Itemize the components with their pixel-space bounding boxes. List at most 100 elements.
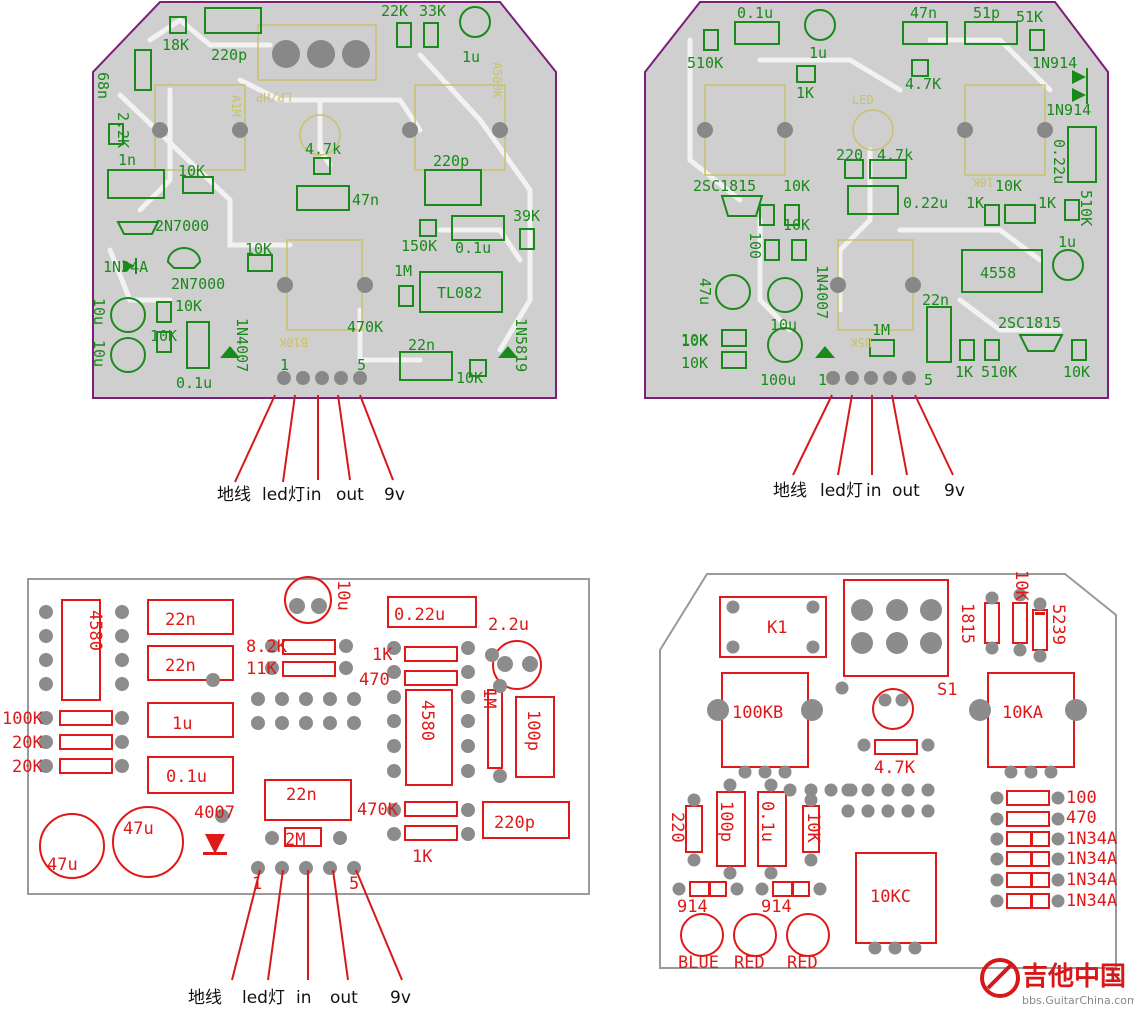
component-label: 1N34A [1066,849,1117,869]
pad [901,804,915,818]
pad [275,692,289,706]
component-label: 100u [760,371,796,389]
component-label: 100p [523,710,543,751]
component-label: 100K [2,709,44,729]
component-label: 22n [165,656,196,676]
component-label: 0.1u [757,801,777,842]
pad [461,641,475,655]
pad [497,656,513,672]
pad [921,804,935,818]
component-label: 1M [479,688,499,708]
pad [990,894,1004,908]
component-label: 2SC1815 [693,177,756,195]
pad [755,882,769,896]
component-label: 51p [973,4,1000,22]
component-label: 10u [90,340,108,367]
pad [990,812,1004,826]
component-label: 100 [1066,788,1097,808]
component-label: 10K [803,812,823,843]
pad [841,783,855,797]
component-label: 4.7K [905,75,941,93]
component-label: 100KB [732,703,783,723]
silk-label: LP/HP [256,90,292,104]
pad [333,831,347,845]
component-label: 1K [1038,194,1056,212]
pad [985,591,999,605]
pad [265,831,279,845]
pad [39,605,53,619]
pad [1051,873,1065,887]
component-label: 1u [172,714,192,734]
component-label: 100p [716,801,736,842]
component-label: 47u [123,819,154,839]
pad [39,629,53,643]
component-label: 10K [1063,363,1090,381]
component-label: 1M [394,262,412,280]
component-label: RED [734,953,765,973]
pad [990,852,1004,866]
component-label: 8.2K [246,637,288,657]
pad [347,692,361,706]
pad [347,861,361,875]
component-label: S1 [937,680,957,700]
component-label: 0.22u [903,194,948,212]
pad [461,827,475,841]
component-label: 4.7k [877,146,913,164]
pad [323,716,337,730]
pad [1051,812,1065,826]
pad [461,690,475,704]
pad [1044,765,1058,779]
pad [726,640,740,654]
component-label: 510K [981,363,1017,381]
component-label: 1N34A [1066,829,1117,849]
pad [886,599,908,621]
pad [804,793,818,807]
component-label: 1N34A [1066,891,1117,911]
pad [387,803,401,817]
component-label: 5239 [1048,604,1068,645]
component-label: 2.2K [114,112,132,148]
component-label: 470K [357,800,399,820]
pad [251,692,265,706]
pad [485,648,499,662]
component-label: 510K [1077,190,1095,226]
pad [251,861,265,875]
component-label: 914 [677,897,708,917]
component-label: 1 [280,356,289,374]
pad [275,716,289,730]
pad [851,599,873,621]
component-label: 470 [359,670,390,690]
component-label: 18K [162,36,189,54]
component-label: 47n [910,4,937,22]
component-label: 10K [783,216,810,234]
component-label: 22K [381,2,408,20]
component-label: 10K [681,331,708,349]
silk-label: A500K [490,62,504,99]
pad [347,716,361,730]
pad [299,716,313,730]
component-label: 1M [872,321,890,339]
component-label: 22n [408,336,435,354]
component-label: 11K [246,659,277,679]
component-label: 4580 [85,610,105,651]
pad [908,941,922,955]
pad [813,882,827,896]
pad [783,783,797,797]
pin-label: 地线 [773,481,807,501]
component-label: 220 [836,146,863,164]
pad [801,699,823,721]
component-label: 10K [783,177,810,195]
component-label: 10K [150,327,177,345]
silk-label: 10K [972,175,994,189]
component-label: 0.1u [455,239,491,257]
silk-label: B10K [278,335,308,349]
pad [387,714,401,728]
component-label: 1K [372,645,393,665]
pad [888,941,902,955]
pad [969,699,991,721]
pad [1004,765,1018,779]
component-label: 33K [419,2,446,20]
